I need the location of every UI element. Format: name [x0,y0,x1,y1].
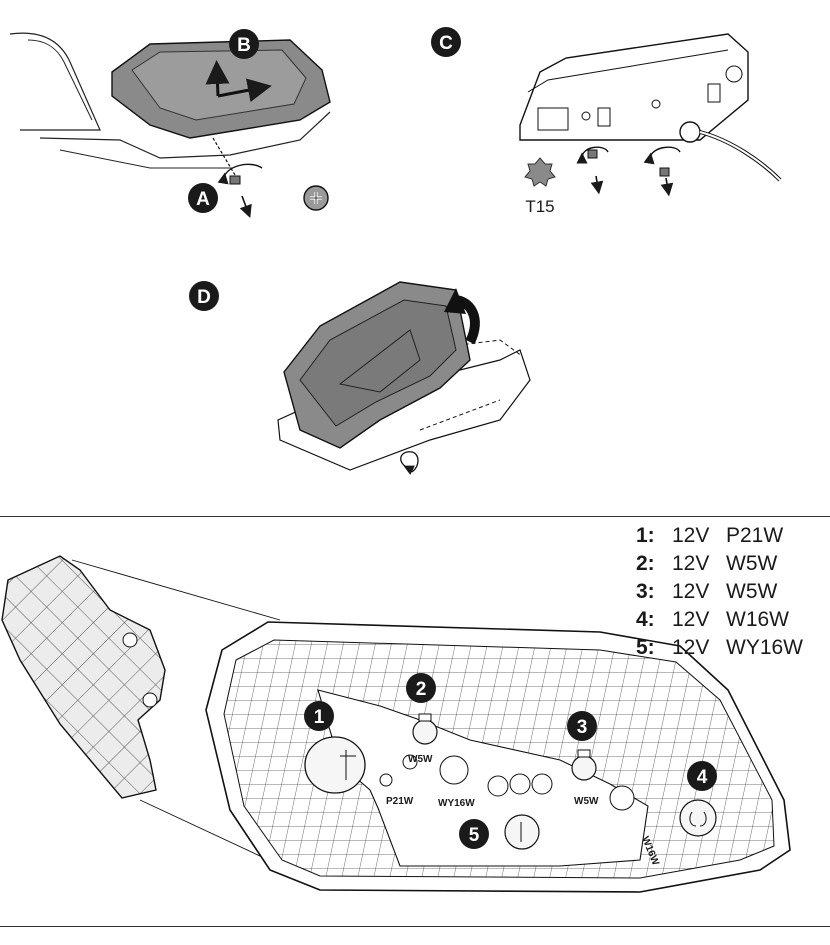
position-2-badge: 2 [406,673,436,703]
bulb-spec-num: 3: [636,580,655,603]
bulb-1-p21w [304,736,366,794]
step-c-label: C [439,33,453,54]
tool-label: T15 [525,197,554,216]
torx-t15-icon [524,157,556,187]
step-d-label: D [197,287,211,308]
bulb-spec-row: 5: 12V WY16W [636,636,826,664]
bulb-5-wy16w [504,814,540,850]
bulb-spec-num: 2: [636,552,655,575]
bulb-spec-voltage: 12V [672,552,710,575]
bulb-spec-row: 2: 12V W5W [636,552,826,580]
bulb-3-w5w [571,749,597,781]
step-b-label: B [237,35,251,56]
bulb-2-w5w [412,713,438,745]
bulb-spec-type: W5W [726,580,778,603]
label-w5w-right: W5W [574,796,599,807]
bulb-spec-type: WY16W [726,636,804,659]
position-4-num: 4 [697,767,708,788]
step-b-badge: B [229,29,259,59]
position-3-badge: 3 [567,711,597,741]
bulb-spec-voltage: 12V [672,524,710,547]
label-wy16w: WY16W [438,798,475,809]
position-5-num: 5 [469,825,480,846]
bulb-spec-num: 4: [636,608,655,631]
section-divider-bottom [0,926,830,927]
step-c-badge: C [431,27,461,57]
bulb-spec-row: 1: 12V P21W [636,524,826,552]
bulb-spec-num: 1: [636,524,655,547]
step-a-badge: A [188,183,218,213]
bulb-spec-voltage: 12V [672,580,710,603]
step-d-illustration [277,281,531,475]
bulb-spec-row: 3: 12V W5W [636,580,826,608]
position-1-num: 1 [314,707,325,728]
position-5-badge: 5 [459,819,489,849]
step-d-badge: D [189,281,219,311]
position-1-badge: 1 [304,701,334,731]
phillips-screwdriver-icon [303,185,329,211]
bulb-spec-num: 5: [636,636,655,659]
bulb-spec-voltage: 12V [672,636,710,659]
label-p21w: P21W [386,796,414,807]
bulb-spec-type: W5W [726,552,778,575]
position-2-num: 2 [416,679,427,700]
bulb-spec-type: P21W [726,524,784,547]
step-a-label: A [196,189,210,210]
step-ab-illustration [9,32,331,218]
bulb-spec-voltage: 12V [672,608,710,631]
section-divider-top [0,516,830,517]
step-c-illustration [519,33,782,197]
position-3-num: 3 [577,717,588,738]
bulb-4-w16w [679,799,717,837]
position-4-badge: 4 [687,761,717,791]
lamp-housing [205,621,791,893]
bulb-spec-type: W16W [726,608,789,631]
bulb-spec-row: 4: 12V W16W [636,608,826,636]
label-w5w-left: W5W [408,754,433,765]
removed-lens [1,555,166,799]
